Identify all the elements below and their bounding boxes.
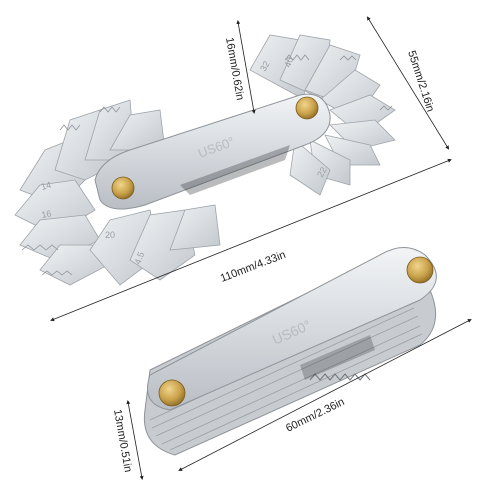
leaf-number: 40 xyxy=(282,56,295,69)
rivet-left xyxy=(111,176,135,200)
rivet-closed-right xyxy=(406,256,434,284)
rivet-right xyxy=(295,96,319,120)
leaf-number: 14 xyxy=(40,180,52,192)
dim-open-length: 110mm/4.33in xyxy=(219,249,288,285)
dim-closed-thickness: 13mm/0.51in xyxy=(111,408,134,473)
leaf-number: 20 xyxy=(105,230,115,240)
leaf-number: 16 xyxy=(41,208,53,220)
open-gauge: US60° 14 16 20 32 40 4.5 22 xyxy=(14,34,396,286)
rivet-closed-left xyxy=(158,379,186,407)
leaf-number: 32 xyxy=(258,59,272,73)
